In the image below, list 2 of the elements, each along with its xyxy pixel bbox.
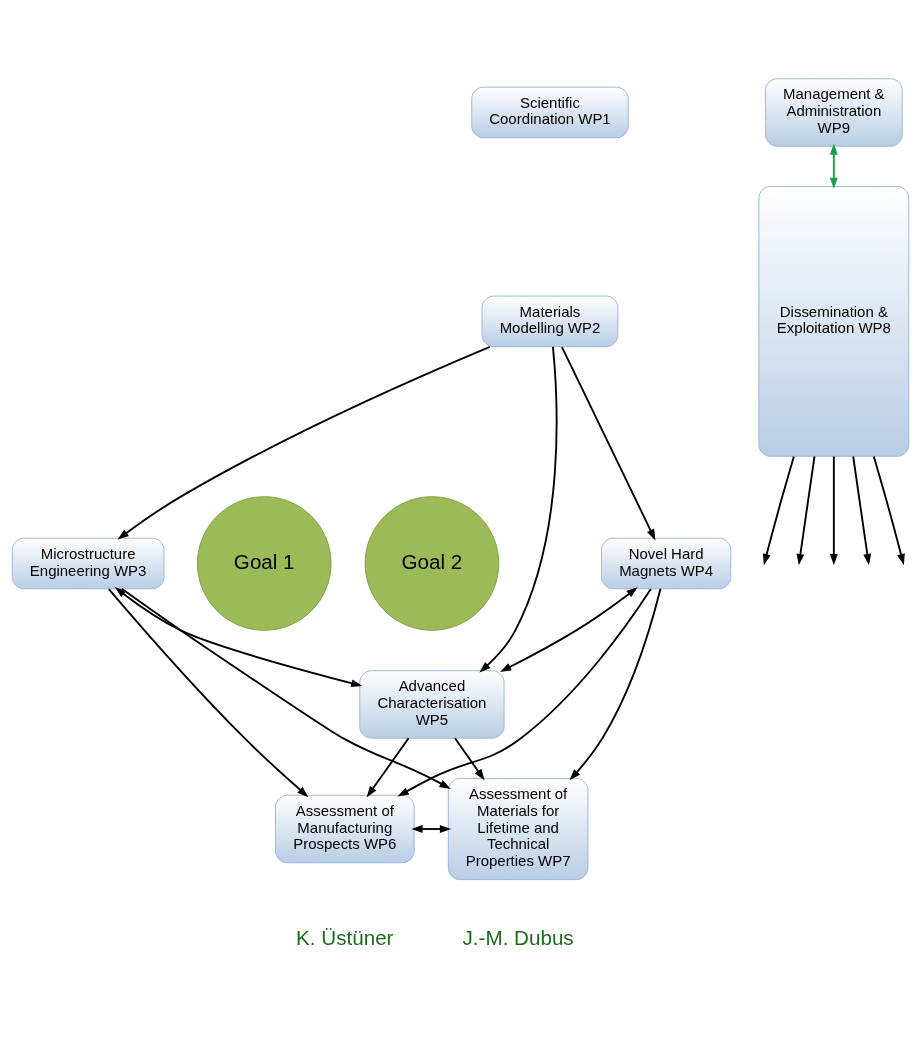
label: J.-M. Dubus [462,925,574,949]
label: K. Üstüner [296,925,394,949]
